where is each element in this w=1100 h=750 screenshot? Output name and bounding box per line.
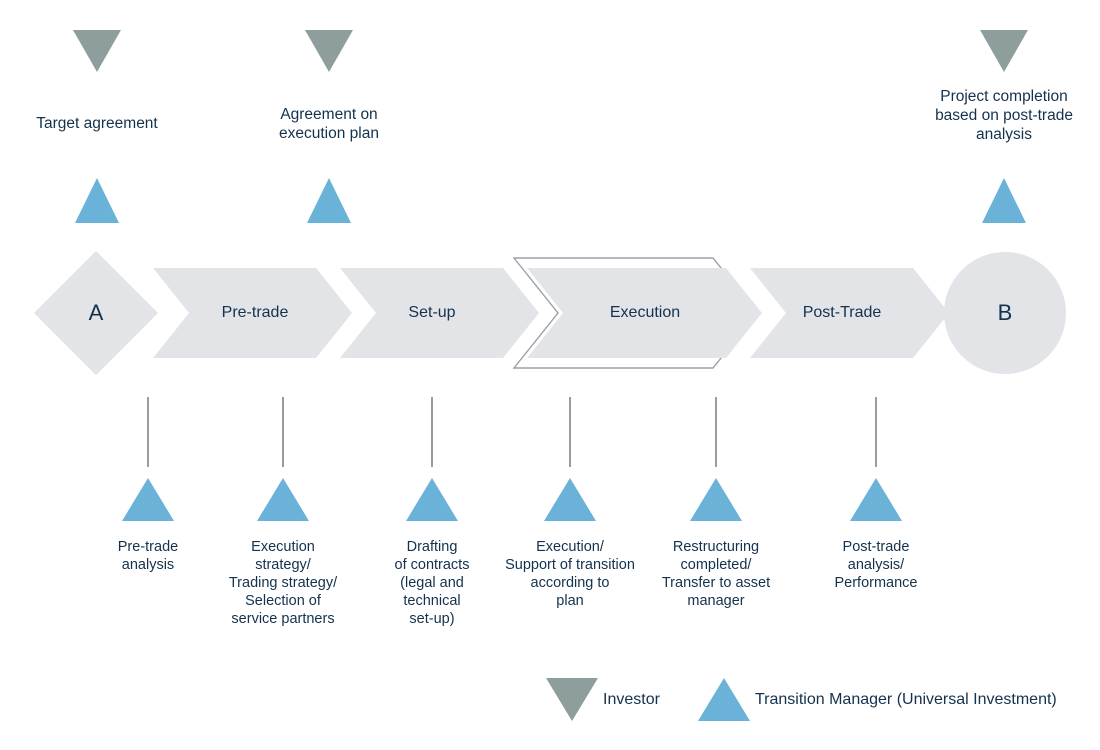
chevron-execution-outline xyxy=(512,257,758,369)
process-flow-band xyxy=(34,251,1066,375)
transition-manager-up-triangle xyxy=(257,478,309,521)
transition-manager-up-triangle xyxy=(690,478,742,521)
investor-down-triangle xyxy=(546,678,598,721)
connector-line xyxy=(569,397,571,467)
stage-label-execution[interactable]: Execution xyxy=(609,304,681,321)
top-milestone-label-3: Project completion based on post-trade a… xyxy=(935,88,1073,143)
bottom-detail-label-3: Drafting of contracts (legal and technic… xyxy=(394,539,470,627)
investor-down-triangle xyxy=(305,30,353,72)
legend-label-investor: Investor xyxy=(603,691,660,708)
start-cap-label: A xyxy=(88,300,104,325)
end-cap-circle xyxy=(944,252,1066,374)
connector-line xyxy=(875,397,877,467)
transition-manager-up-triangle xyxy=(698,678,750,721)
transition-manager-up-triangle xyxy=(406,478,458,521)
chevron-post-trade xyxy=(750,268,949,358)
bottom-detail-label-6: Post-trade analysis/ Performance xyxy=(834,539,918,591)
transition-manager-up-triangle xyxy=(982,178,1026,223)
end-cap-label: B xyxy=(997,300,1013,325)
bottom-detail-label-2: Execution strategy/ Trading strategy/ Se… xyxy=(228,539,338,627)
transition-manager-up-triangle xyxy=(544,478,596,521)
transition-manager-up-triangle xyxy=(75,178,119,223)
chevron-set-up xyxy=(340,268,539,358)
transition-manager-up-triangle xyxy=(850,478,902,521)
connector-line xyxy=(715,397,717,467)
chevron-execution xyxy=(527,268,762,358)
bottom-detail-label-5: Restructuring completed/ Transfer to ass… xyxy=(661,539,771,609)
transition-manager-up-triangle xyxy=(307,178,351,223)
bottom-detail-label-1: Pre-trade analysis xyxy=(117,539,179,573)
investor-down-triangle xyxy=(980,30,1028,72)
legend-label-transition-manager: Transition Manager (Universal Investment… xyxy=(755,691,1057,708)
stage-label-post-trade[interactable]: Post-Trade xyxy=(802,304,882,321)
connector-line xyxy=(147,397,149,467)
top-milestone-label-1: Target agreement xyxy=(36,115,158,132)
bottom-detail-label-4: Execution/ Support of transition accordi… xyxy=(505,539,635,609)
start-cap-diamond xyxy=(34,251,158,375)
chevron-pre-trade xyxy=(153,268,352,358)
stage-label-set-up[interactable]: Set-up xyxy=(408,304,456,321)
transition-manager-up-triangle xyxy=(122,478,174,521)
connector-line xyxy=(431,397,433,467)
top-milestone-label-2: Agreement on execution plan xyxy=(279,106,379,142)
stage-label-pre-trade[interactable]: Pre-trade xyxy=(221,304,289,321)
connector-line xyxy=(282,397,284,467)
investor-down-triangle xyxy=(73,30,121,72)
